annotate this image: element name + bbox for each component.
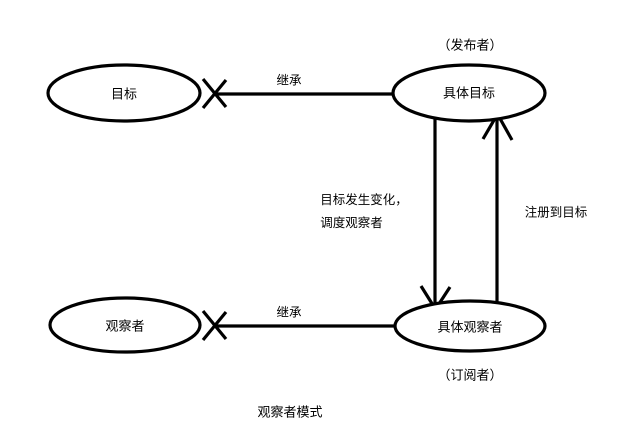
diagram-caption: 观察者模式	[257, 405, 323, 421]
node-concrete-observer-shape[interactable]	[393, 299, 547, 353]
node-concrete-target-shape[interactable]	[391, 63, 547, 123]
edge-inherit-observer-arrowhead-b	[201, 310, 228, 342]
edge-register-label: 注册到目标	[524, 204, 588, 220]
edge-notify-label: 目标发生变化， 调度观察者	[320, 188, 408, 234]
node-concrete-target-role-label: （发布者）	[437, 38, 503, 54]
edge-notify-label-line2: 调度观察者	[320, 215, 383, 230]
edge-inherit-target-arrowhead-b	[201, 78, 228, 110]
edge-notify-label-line1: 目标发生变化，	[320, 191, 408, 207]
node-observer-shape[interactable]	[48, 296, 202, 354]
node-target-shape[interactable]	[46, 63, 202, 123]
node-observer-label: 观察者	[105, 319, 145, 335]
node-concrete-target-label: 具体目标	[442, 86, 496, 102]
node-concrete-observer-label: 具体观察者	[437, 320, 503, 336]
node-target-label: 目标	[110, 87, 138, 103]
node-concrete-observer-role-label: （订阅者）	[437, 368, 503, 384]
edge-inherit-observer-label: 继承	[276, 304, 302, 320]
edge-inherit-target-label: 继承	[276, 72, 302, 88]
